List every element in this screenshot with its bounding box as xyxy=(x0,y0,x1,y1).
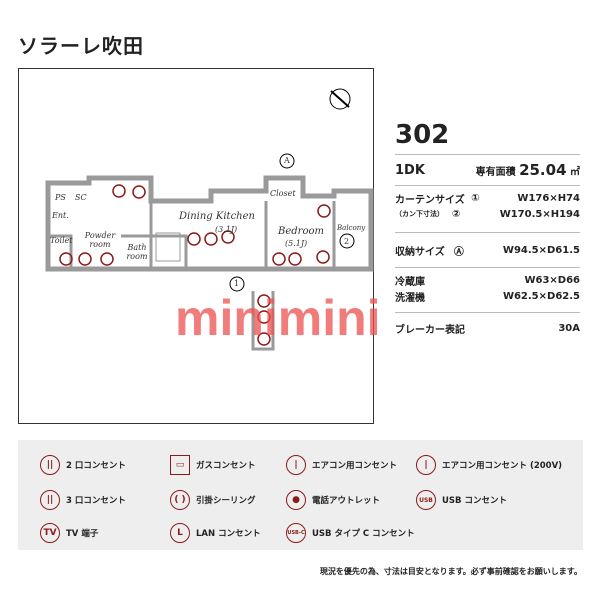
legend: ||2 口コンセント ▭ガスコンセント |エアコン用コンセント |エアコン用コン… xyxy=(18,440,583,550)
room-label-sc: SC xyxy=(75,193,87,202)
room-label-dining-kitchen: Dining Kitchen xyxy=(179,211,255,222)
area-value: 25.04 xyxy=(519,161,567,179)
legend-item-2-outlet: ||2 口コンセント xyxy=(40,455,126,475)
compass-icon xyxy=(329,88,351,110)
area-unit: ㎡ xyxy=(570,167,580,178)
bathtub-icon xyxy=(155,232,181,262)
phone-outlet-icon: ● xyxy=(286,490,306,510)
usb-c-outlet-icon: USB-C xyxy=(286,523,306,543)
legend-item-phone: ●電話アウトレット xyxy=(286,490,380,510)
legend-item-ceiling: ( )引掛シーリング xyxy=(170,490,256,510)
washer-label: 洗濯機 xyxy=(395,292,425,304)
ac-outlet-icon: | xyxy=(286,455,306,475)
room-label-ent: Ent. xyxy=(52,211,69,220)
room-size-dining-kitchen: (3.1J) xyxy=(215,225,238,234)
room-label-bedroom: Bedroom xyxy=(278,226,324,237)
washer-size: W62.5×D62.5 xyxy=(502,290,580,302)
legend-item-3-outlet: ||3 口コンセント xyxy=(40,490,126,510)
curtain-mark-1: ① xyxy=(471,192,480,204)
tv-outlet-icon: TV xyxy=(40,523,60,543)
storage-label: 収納サイズ xyxy=(395,246,445,258)
disclaimer-note: 現況を優先の為、寸法は目安となります。必ず事前確認をお願いします。 xyxy=(319,567,582,576)
legend-item-gas: ▭ガスコンセント xyxy=(170,455,256,475)
unit-info: 302 1DK 専有面積 25.04 ㎡ カーテンサイズ ① W176×H74 （カ… xyxy=(395,120,580,339)
curtain-sublabel: （カン下寸法） xyxy=(395,210,444,218)
marker-a: A xyxy=(284,156,290,165)
ceiling-hook-icon: ( ) xyxy=(170,490,190,510)
curtain-size-1: W176×H74 xyxy=(517,192,580,204)
room-label-balcony: Balcony xyxy=(337,224,366,232)
breaker-label: ブレーカー表記 xyxy=(395,324,465,336)
room-label-bath: Bath room xyxy=(126,243,148,261)
marker-2: 2 xyxy=(344,237,350,246)
gas-outlet-icon: ▭ xyxy=(170,455,190,475)
watermark: minimini xyxy=(175,290,381,346)
lan-outlet-icon: L xyxy=(170,523,190,543)
double-outlet-icon: || xyxy=(40,455,60,475)
legend-item-ac-200v: |エアコン用コンセント (200V) xyxy=(416,455,562,475)
breaker-value: 30A xyxy=(558,322,580,334)
layout-type: 1DK xyxy=(395,162,425,178)
ac-200v-outlet-icon: | xyxy=(416,455,436,475)
fridge-label: 冷蔵庫 xyxy=(395,276,425,288)
marker-1: 1 xyxy=(234,279,240,288)
storage-size: W94.5×D61.5 xyxy=(502,244,580,256)
room-size-bedroom: (5.1J) xyxy=(285,239,308,248)
curtain-label: カーテンサイズ xyxy=(395,194,465,206)
room-label-toilet: Toilet xyxy=(50,236,73,245)
building-name: ソラーレ吹田 xyxy=(18,34,144,58)
room-label-closet: Closet xyxy=(270,189,296,198)
curtain-size-2: W170.5×H194 xyxy=(499,208,580,220)
room-label-ps: PS xyxy=(55,193,66,202)
fridge-size: W63×D66 xyxy=(524,274,580,286)
room-label-powder: Powder room xyxy=(84,231,116,249)
room-number: 302 xyxy=(395,120,450,150)
usb-outlet-icon: USB xyxy=(416,490,436,510)
floor-plan: PS SC Ent. Toilet Powder room Bath room … xyxy=(18,68,374,424)
triple-outlet-icon: || xyxy=(40,490,60,510)
outlet-icons xyxy=(59,184,331,346)
area-label: 専有面積 xyxy=(475,167,516,178)
curtain-mark-2: ② xyxy=(451,208,461,220)
storage-mark: Ⓐ xyxy=(453,246,464,258)
legend-item-ac: |エアコン用コンセント xyxy=(286,455,397,475)
floor-plan-drawing xyxy=(45,88,374,351)
